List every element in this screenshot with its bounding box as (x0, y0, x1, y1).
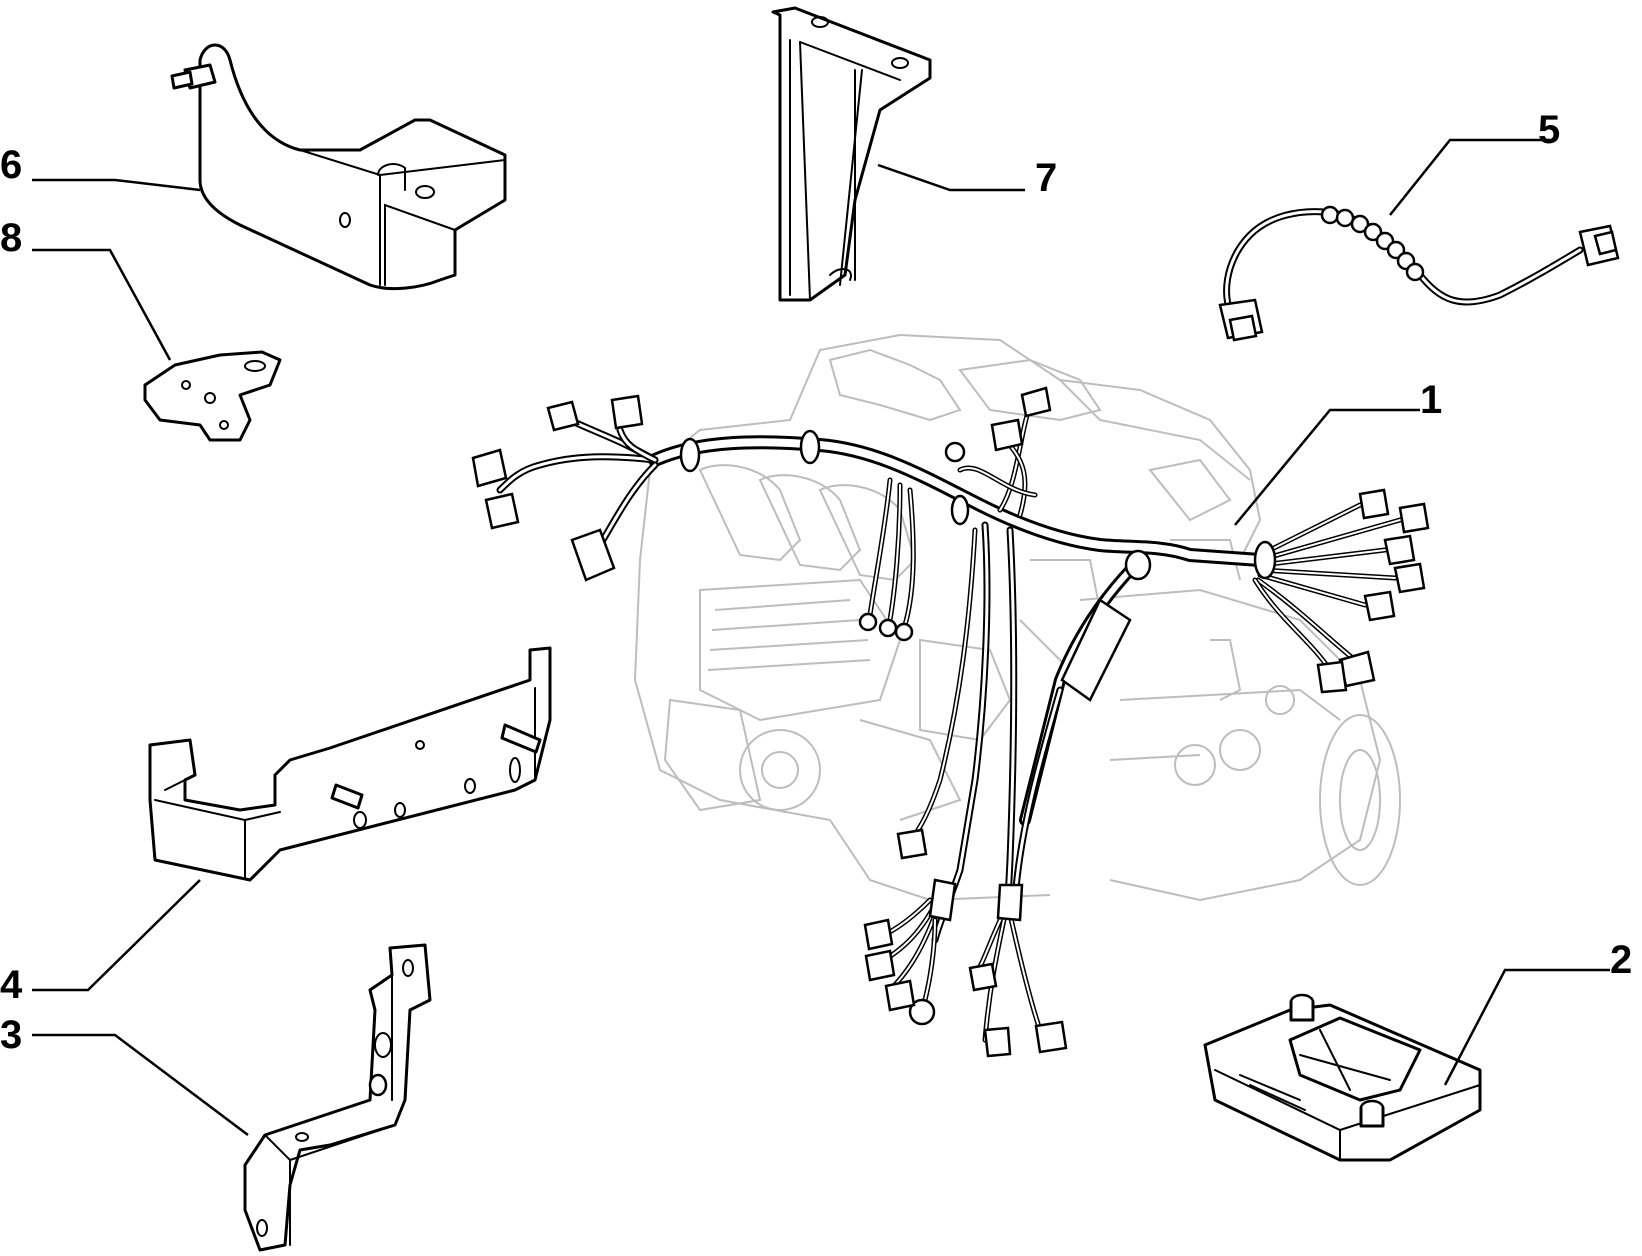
part-1-harness (471, 386, 1430, 1058)
callout-2: 2 (1610, 938, 1633, 982)
leader-8 (32, 248, 172, 361)
callout-7: 7 (1035, 156, 1058, 200)
callout-4: 4 (0, 963, 23, 1007)
part-6-bracket (170, 43, 507, 291)
part-7-bracket (771, 6, 932, 302)
callout-5: 5 (1538, 108, 1561, 152)
callout-6: 6 (0, 143, 23, 187)
part-3-bracket (243, 943, 432, 1252)
part-5-cable (1218, 205, 1620, 342)
leader-4 (32, 879, 201, 992)
callout-8: 8 (0, 216, 23, 260)
leader-lines (32, 138, 1610, 1136)
callout-1: 1 (1420, 378, 1443, 422)
leader-6 (32, 178, 201, 192)
leader-5 (1389, 138, 1550, 216)
callout-3: 3 (0, 1013, 23, 1057)
part-4-bracket (148, 646, 552, 882)
part-2-control-unit (1203, 993, 1482, 1162)
engine-outline (633, 333, 1401, 902)
leader-2 (1443, 968, 1610, 1086)
leader-3 (32, 1033, 249, 1136)
leader-7 (877, 163, 1025, 192)
part-8-plate (143, 350, 282, 442)
leader-1 (1234, 408, 1420, 526)
